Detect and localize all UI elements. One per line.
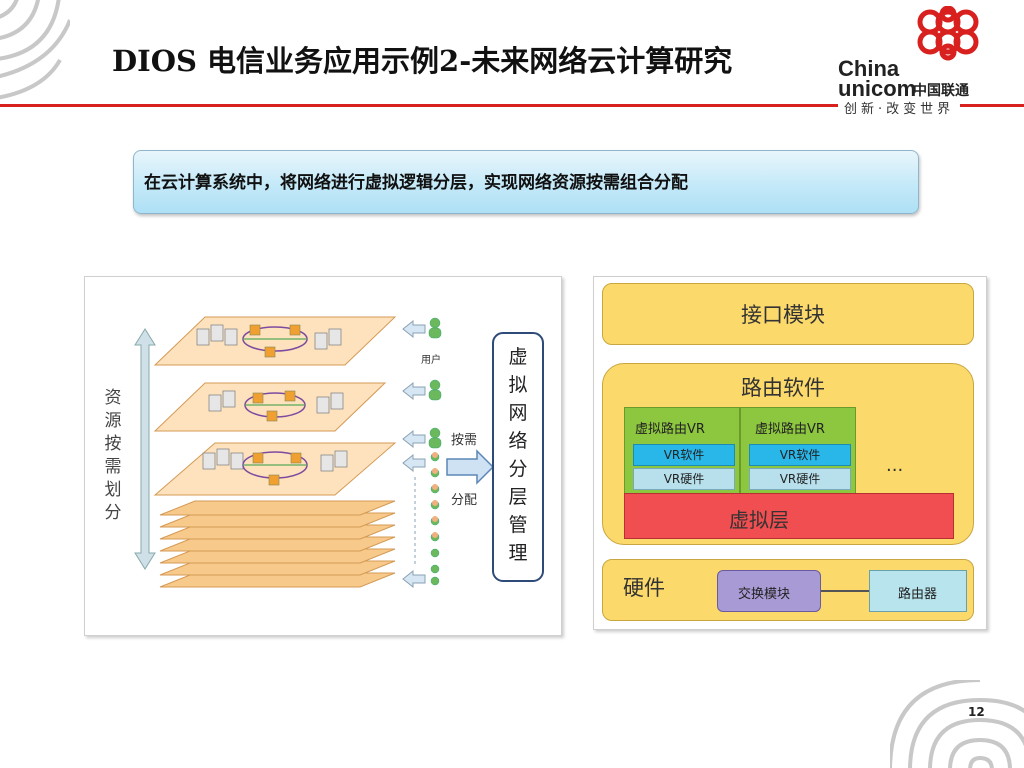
virtual-layer-label: 虚拟层	[729, 508, 789, 532]
hardware-box: 硬件 交换模块 路由器	[602, 559, 974, 621]
virtual-mgmt-label: 虚 拟 网 络 分 层 管 理	[508, 346, 528, 564]
brand-name-chinese: 中国联通	[913, 83, 969, 99]
corner-pattern-bottom-right	[890, 680, 1024, 768]
vr-block-title: 虚拟路由VR	[635, 422, 705, 437]
corner-pattern-top-left	[0, 0, 70, 100]
connector-line	[821, 590, 869, 592]
brand-slogan: 创新·改变世界	[838, 98, 961, 117]
china-unicom-knot-logo	[917, 6, 979, 61]
interface-module-box: 接口模块	[602, 283, 974, 345]
hardware-label: 硬件	[623, 576, 665, 600]
vr-software-cell: VR软件	[749, 444, 851, 466]
stack-layer	[159, 560, 396, 576]
vr-block-1: 虚拟路由VR VR软件 VR硬件	[624, 407, 740, 495]
vr-hardware-cell: VR硬件	[633, 468, 735, 490]
resource-division-label: 资 源 按 需 划 分	[104, 388, 122, 523]
on-demand-label: 按需	[451, 433, 478, 448]
router-box: 路由器	[869, 570, 967, 612]
interface-module-label: 接口模块	[741, 303, 825, 327]
stack-layer	[159, 524, 396, 540]
page-number: 12	[968, 705, 985, 719]
summary-banner: 在云计算系统中，将网络进行虚拟逻辑分层，实现网络资源按需组合分配	[133, 150, 919, 214]
router-architecture-figure: 接口模块 路由软件 虚拟路由VR VR软件 VR硬件 虚拟路由VR VR软件 V…	[593, 276, 987, 630]
vertical-double-arrow	[134, 328, 156, 570]
more-vr-ellipsis: ...	[886, 455, 904, 476]
vr-block-title: 虚拟路由VR	[755, 422, 825, 437]
stack-layer	[159, 572, 396, 588]
stack-layer	[159, 536, 396, 552]
allocate-label: 分配	[451, 493, 478, 508]
stack-layer	[159, 512, 396, 528]
page-title: DIOS 电信业务应用示例2-未来网络云计算研究	[112, 44, 733, 78]
virtual-layer-box: 虚拟层	[624, 493, 954, 539]
stack-layer	[159, 500, 396, 516]
title-divider	[0, 104, 1024, 107]
router-label: 路由器	[898, 587, 938, 602]
vr-software-cell: VR软件	[633, 444, 735, 466]
summary-text: 在云计算系统中，将网络进行虚拟逻辑分层，实现网络资源按需组合分配	[144, 173, 688, 193]
switch-module-box: 交换模块	[717, 570, 821, 612]
user-label: 用户	[421, 355, 441, 366]
network-plane-top	[153, 316, 397, 366]
network-plane-bottom	[153, 442, 397, 496]
vr-block-2: 虚拟路由VR VR软件 VR硬件	[740, 407, 856, 495]
allocate-arrow	[446, 449, 495, 485]
virtual-network-mgmt-box	[492, 332, 544, 582]
brand-name-line2: unicom	[838, 76, 917, 101]
network-plane-middle	[153, 382, 387, 432]
routing-software-label: 路由软件	[741, 376, 825, 400]
user-icons	[428, 317, 442, 586]
stack-layer	[159, 548, 396, 564]
brand-name-line1: China	[838, 56, 900, 81]
layer-stack-diagram	[134, 316, 544, 589]
switch-module-label: 交换模块	[738, 587, 791, 602]
layered-network-figure: 资 源 按 需 划 分 用户 按需 分配 虚 拟 网 络 分 层 管 理	[84, 276, 562, 636]
vr-hardware-cell: VR硬件	[749, 468, 851, 490]
